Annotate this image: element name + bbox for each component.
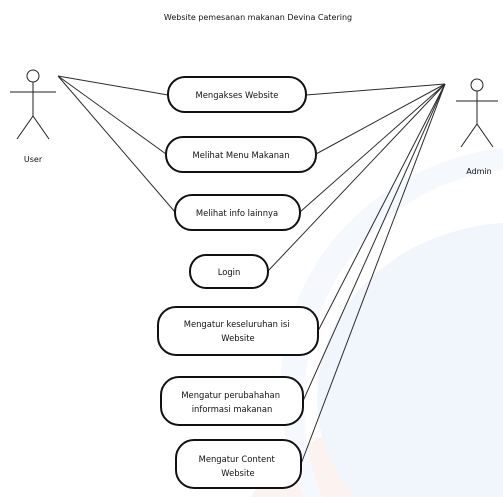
user-actor-left-leg xyxy=(16,115,34,140)
use-case-mengatur-content-website-shape xyxy=(175,439,302,489)
use-case-melihat-menu-makanan-label: Melihat Menu Makanan xyxy=(192,150,289,160)
admin-to-login-line xyxy=(267,83,446,272)
use-case-mengatur-perubahahan-line-1: Mengatur perubahahan xyxy=(181,390,280,400)
use-case-login-label: Login xyxy=(218,267,241,277)
use-case-melihat-info-lainnya-shape xyxy=(174,194,301,231)
use-case-mengatur-keseluruhan-isi-website-label: Mengatur keseluruhan isi Website xyxy=(184,319,293,343)
user-to-melihat-menu-makanan-line xyxy=(57,75,167,155)
admin-associations xyxy=(267,83,446,465)
admin-to-mengatur-perubahahan-line xyxy=(302,83,446,402)
use-case-melihat-info-lainnya-label: Melihat info lainnya xyxy=(196,208,278,218)
use-case-melihat-menu-makanan: Melihat Menu Makanan xyxy=(165,136,317,173)
user-to-melihat-info-lainnya-line xyxy=(57,75,176,213)
watermark-light-blue-shape xyxy=(280,148,503,497)
admin-actor-right-leg xyxy=(476,123,494,148)
admin-actor-head xyxy=(470,78,484,92)
admin-actor: Admin xyxy=(456,78,498,176)
use-case-login: Login xyxy=(189,254,269,289)
use-case-login-shape xyxy=(189,254,269,289)
use-case-mengatur-keseluruhan-isi-website-shape xyxy=(157,306,319,356)
use-case-mengakses-website: Mengakses Website xyxy=(167,76,307,113)
use-case-mengakses-website-label: Mengakses Website xyxy=(196,90,279,100)
admin-to-mengatur-content-line xyxy=(300,83,446,465)
admin-actor-label: Admin xyxy=(466,167,492,176)
use-case-mengatur-keseluruhan-line-1: Mengatur keseluruhan isi xyxy=(184,319,290,329)
use-case-mengatur-content-website-label: Mengatur Content Website xyxy=(199,454,278,478)
admin-to-melihat-info-lainnya-line xyxy=(299,83,446,213)
admin-to-mengakses-website-line xyxy=(305,83,446,96)
use-case-mengatur-perubahahan-line-2: informasi makanan xyxy=(192,404,273,414)
watermark xyxy=(250,148,503,497)
watermark-red-shape xyxy=(250,418,503,497)
use-case-mengatur-perubahahan-informasi-makanan-shape xyxy=(160,376,304,426)
use-case-mengatur-content-line-2: Website xyxy=(221,468,254,478)
use-cases: Mengakses Website Melihat Menu Makanan M… xyxy=(157,76,319,489)
use-case-melihat-menu-makanan-shape xyxy=(165,136,317,173)
use-case-mengatur-perubahahan-informasi-makanan-label: Mengatur perubahahan informasi makanan xyxy=(181,390,282,414)
diagram-title: Website pemesanan makanan Devina Caterin… xyxy=(164,13,352,22)
use-case-mengatur-content-line-1: Mengatur Content xyxy=(199,454,276,464)
user-actor: User xyxy=(10,69,56,164)
use-case-mengakses-website-shape xyxy=(167,76,307,113)
admin-to-melihat-menu-makanan-line xyxy=(315,83,446,155)
use-case-melihat-info-lainnya: Melihat info lainnya xyxy=(174,194,301,231)
use-case-mengatur-keseluruhan-isi-website: Mengatur keseluruhan isi Website xyxy=(157,306,319,356)
use-case-mengatur-perubahahan-informasi-makanan: Mengatur perubahahan informasi makanan xyxy=(160,376,304,426)
use-case-mengatur-content-website: Mengatur Content Website xyxy=(175,439,302,489)
user-to-mengakses-website-line xyxy=(57,75,169,96)
user-associations xyxy=(57,75,176,213)
user-actor-label: User xyxy=(24,155,43,164)
watermark-blue-shape xyxy=(317,223,503,497)
use-case-mengatur-keseluruhan-line-2: Website xyxy=(221,333,254,343)
user-actor-head xyxy=(26,69,40,83)
user-actor-right-leg xyxy=(32,115,50,140)
admin-actor-left-leg xyxy=(460,123,478,148)
admin-to-mengatur-keseluruhan-line xyxy=(317,83,446,332)
